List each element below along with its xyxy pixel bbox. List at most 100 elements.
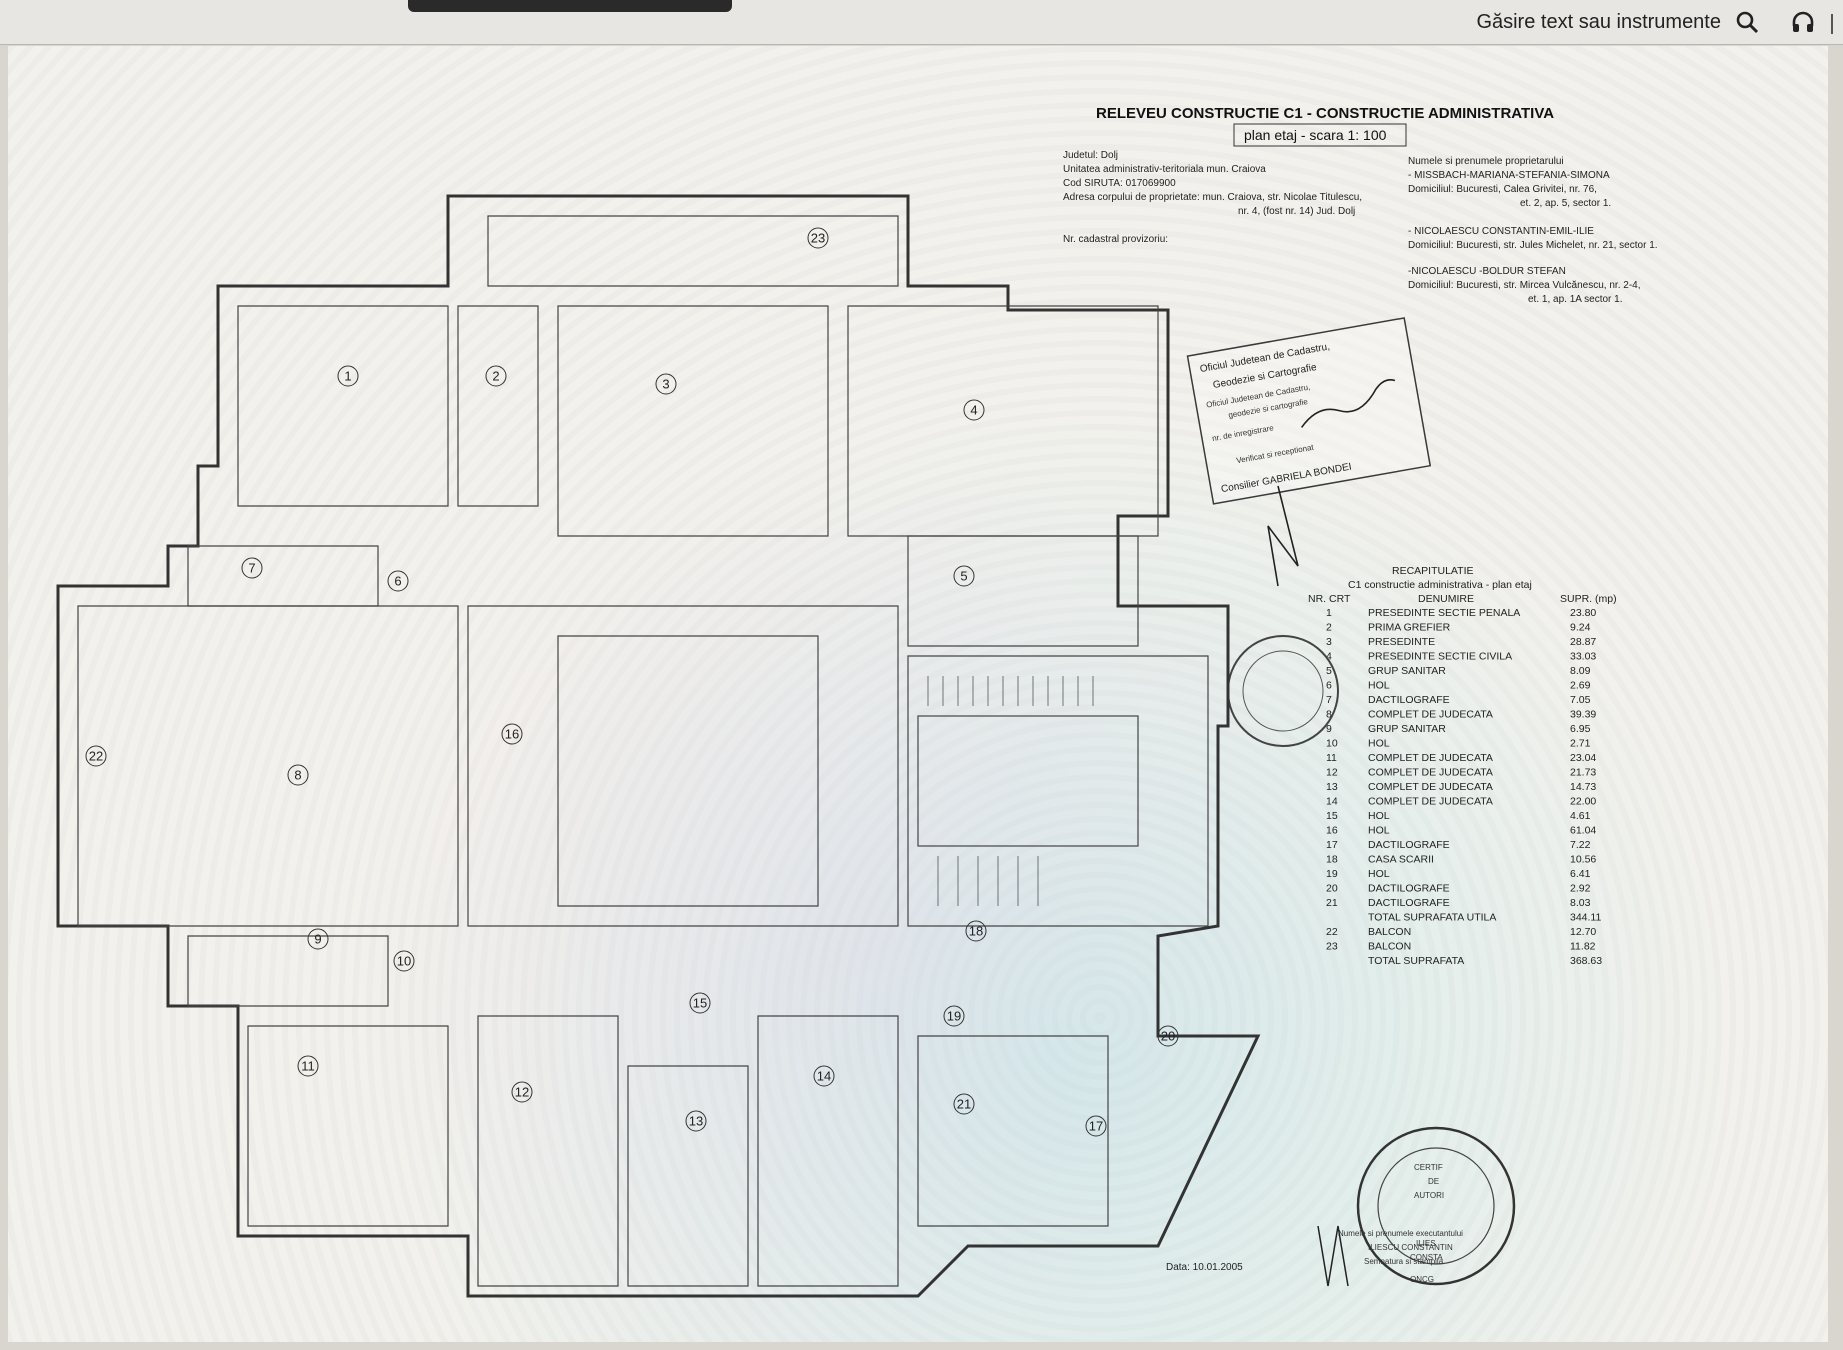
room-number: 15 (693, 996, 707, 1011)
round-stamp-line: CONSTA (1410, 1253, 1443, 1262)
recap-row-cell: COMPLET DE JUDECATA (1368, 752, 1493, 764)
signature-mark (1267, 485, 1299, 587)
info-line: Adresa corpului de proprietate: mun. Cra… (1063, 192, 1362, 203)
recap-row-cell: 16 (1326, 825, 1338, 837)
recap-row-cell: 23.80 (1570, 607, 1596, 619)
courtyard-outline (557, 635, 819, 907)
owner-line: Numele si prenumele proprietarului (1408, 156, 1564, 167)
room-number-circle (297, 1055, 319, 1077)
recap-row-cell: 20 (1326, 883, 1338, 895)
room-8-outline (77, 605, 459, 927)
recap-row-cell: 9 (1326, 723, 1332, 735)
floor-plan-walls (56, 194, 1261, 1298)
room-number: 17 (1089, 1119, 1103, 1134)
round-stamp-line: ONCG (1410, 1275, 1434, 1284)
room-number-circle (953, 1093, 975, 1115)
room-7-outline (187, 545, 379, 607)
room-number-circle (337, 365, 359, 387)
owner-line: Domiciliul: Bucuresti, Calea Grivitei, n… (1408, 184, 1597, 195)
recap-row-cell: 6 (1326, 680, 1332, 692)
room-number: 22 (89, 749, 103, 764)
recap-row-cell: 11 (1326, 752, 1337, 764)
owner-line: Domiciliul: Bucuresti, str. Jules Michel… (1408, 240, 1658, 251)
recap-row-cell: COMPLET DE JUDECATA (1368, 767, 1493, 779)
owner-line: et. 1, ap. 1A sector 1. (1528, 294, 1623, 305)
stair-outline (917, 715, 1139, 847)
round-stamp-line: CERTIF (1414, 1163, 1443, 1172)
recap-row-cell: 10.56 (1570, 854, 1596, 866)
room-number: 23 (811, 231, 825, 246)
recap-row-cell: GRUP SANITAR (1368, 665, 1446, 677)
recap-row-cell: 61.04 (1570, 825, 1596, 837)
round-stamp-line: ILIES (1416, 1239, 1436, 1248)
recap-row-cell: 19 (1326, 868, 1338, 880)
executant-signature: Numele si prenumele executantului ILIES C… (1317, 1225, 1463, 1287)
room-number-circle (807, 227, 829, 249)
room-number: 13 (689, 1114, 703, 1129)
recap-row-cell: PRESEDINTE SECTIE PENALA (1368, 607, 1520, 619)
room-number-circle (387, 570, 409, 592)
room-number: 4 (970, 403, 977, 418)
recap-row-cell: 22.00 (1570, 796, 1596, 808)
recap-row-cell: 6.95 (1570, 723, 1591, 735)
recap-row-cell: BALCON (1368, 926, 1411, 938)
recap-row-cell: 8 (1326, 709, 1332, 721)
recap-row-cell: DACTILOGRAFE (1368, 897, 1450, 909)
recap-row-cell: 4 (1326, 651, 1332, 663)
info-line: Unitatea administrativ-teritoriala mun. … (1063, 164, 1266, 175)
room-number-circle (241, 557, 263, 579)
recap-row-cell: 22 (1326, 926, 1338, 938)
recap-row-cell: 2.92 (1570, 883, 1591, 895)
room-number: 6 (394, 574, 401, 589)
recap-row-cell: PRESEDINTE (1368, 636, 1435, 648)
recap-total-cell: TOTAL SUPRAFATA (1368, 955, 1464, 967)
owners-info: Numele si prenumele proprietarului - MIS… (1408, 156, 1658, 305)
recap-col-header: DENUMIRE (1418, 593, 1474, 605)
room-14-outline (757, 1015, 899, 1287)
recap-row-cell: PRESEDINTE SECTIE CIVILA (1368, 651, 1512, 663)
recap-row-cell: COMPLET DE JUDECATA (1368, 781, 1493, 793)
recap-col-header: NR. CRT (1308, 593, 1351, 605)
room-number: 5 (960, 569, 967, 584)
recap-row-cell: 6.41 (1570, 868, 1591, 880)
find-text-tools-label: Găsire text sau instrumente (1476, 10, 1721, 33)
recap-row-cell: 11.82 (1570, 941, 1596, 953)
info-line: Nr. cadastral provizoriu: (1063, 234, 1168, 245)
recap-row-cell: 33.03 (1570, 651, 1596, 663)
recap-row-cell: 7 (1326, 694, 1332, 706)
recap-row-cell: 14.73 (1570, 781, 1596, 793)
room-number-circle (689, 992, 711, 1014)
search-icon[interactable] (1733, 8, 1761, 36)
room-number-circle (963, 399, 985, 421)
recap-row-cell: 5 (1326, 665, 1332, 677)
window-tab[interactable] (408, 0, 732, 12)
recap-table: RECAPITULATIE C1 constructie administrat… (1308, 565, 1617, 967)
recap-row-cell: 39.39 (1570, 709, 1596, 721)
round-stamp-line: AUTORI (1414, 1191, 1444, 1200)
signature-line: Numele si prenumele executantului (1338, 1229, 1463, 1238)
recap-row-cell: 10 (1326, 738, 1338, 750)
headset-icon[interactable] (1789, 9, 1817, 37)
owner-line: -NICOLAESCU -BOLDUR STEFAN (1408, 266, 1566, 277)
info-line: Judetul: Dolj (1063, 150, 1118, 161)
room-number-circle (943, 1005, 965, 1027)
recap-row-cell: 15 (1326, 810, 1338, 822)
find-text-tools-button[interactable]: Găsire text sau instrumente (1476, 8, 1761, 36)
room-4-outline (847, 305, 1159, 537)
room-number-circle (1157, 1025, 1179, 1047)
recap-subtitle: C1 constructie administrativa - plan eta… (1348, 579, 1532, 591)
recap-row-cell: 14 (1326, 796, 1338, 808)
room-number: 21 (957, 1097, 971, 1112)
room-16-outline (467, 605, 899, 927)
room-number-circle (965, 920, 987, 942)
recap-row-cell: 28.87 (1570, 636, 1596, 648)
recap-row-cell: 8.09 (1570, 665, 1591, 677)
recap-row-cell: PRIMA GREFIER (1368, 622, 1451, 634)
plan-subtitle: plan etaj - scara 1: 100 (1244, 127, 1387, 143)
room-number-circle (511, 1081, 533, 1103)
recap-row-cell: 23.04 (1570, 752, 1596, 764)
room-number-circle (307, 928, 329, 950)
recap-row-cell: 17 (1326, 839, 1338, 851)
room-number: 9 (314, 932, 321, 947)
floor-plan-drawing: RELEVEU CONSTRUCTIE C1 - CONSTRUCTIE ADM… (56, 105, 1658, 1298)
